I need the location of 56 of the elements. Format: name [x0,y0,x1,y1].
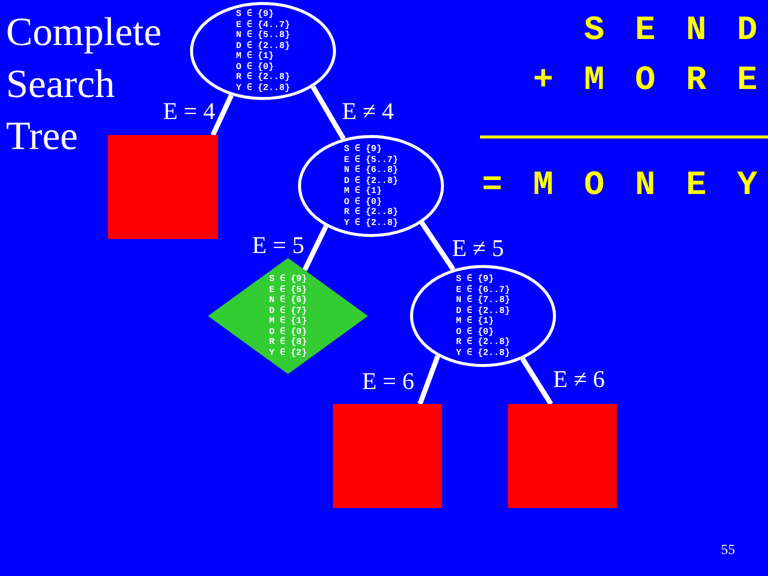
domain-text: R ∈ {2..8} [236,72,290,82]
leaf-square [508,404,617,508]
slide-title: Complete Search Tree [6,8,162,160]
edge-label: E ≠ 5 [452,236,504,262]
domain-text: M ∈ {1} [456,316,494,326]
domain-text: M ∈ {1} [269,316,307,326]
domain-text: S ∈ {9} [456,274,494,284]
domain-text: N ∈ {5..8} [236,30,290,40]
edge-label: E = 4 [163,99,216,125]
domain-text: Y ∈ {2..8} [344,218,398,228]
equation-row: S E N D [584,12,763,50]
equation-row: = M O N E Y [482,167,763,205]
leaf-square [108,135,218,239]
domain-text: N ∈ {7..8} [456,295,510,306]
tree-edge [418,355,440,405]
domain-text: N ∈ {6..8} [344,165,398,176]
domain-text: D ∈ {2..8} [456,306,510,316]
state-ellipse [410,265,556,367]
solution-diamond [208,258,368,374]
domain-text: Y ∈ {2} [269,348,307,358]
state-ellipse [298,135,444,237]
domain-text: D ∈ {2..8} [236,40,290,51]
domain-text: N ∈ {6} [269,295,307,306]
domain-text: Y ∈ {2..8} [236,82,290,93]
equation-row: + M O R E [533,62,763,100]
domain-text: E ∈ {5..7} [344,154,398,165]
state-ellipse [190,2,336,100]
domain-text: O ∈ {0} [344,196,382,207]
edge-label: E = 5 [252,233,304,259]
domain-text: R ∈ {2..8} [456,337,510,348]
tree-edge [420,221,456,271]
edge-label: E ≠ 4 [342,99,394,125]
domain-text: S ∈ {9} [236,9,274,20]
leaf-square [333,404,442,508]
edge-label: E = 6 [362,369,414,395]
domain-text: S ∈ {9} [344,144,382,154]
domain-text: D ∈ {2..8} [344,176,398,186]
tree-edge [520,358,554,406]
domain-text: E ∈ {6..7} [456,284,510,295]
domain-text: Y ∈ {2..8} [456,348,510,358]
domain-text: M ∈ {1} [236,51,274,62]
edge-label: E ≠ 6 [553,367,605,393]
domain-text: R ∈ {8} [269,337,307,348]
tree-edge [302,225,328,272]
tree-edge [310,85,346,140]
domain-text: O ∈ {0} [456,326,494,337]
domain-text: R ∈ {2..8} [344,207,398,218]
domain-text: O ∈ {0} [269,326,307,337]
domain-text: D ∈ {7} [269,306,307,316]
domain-text: O ∈ {0} [236,62,274,72]
domain-text: E ∈ {5} [269,284,307,295]
domain-text: M ∈ {1} [344,186,382,196]
domain-text: E ∈ {4..7} [236,20,290,30]
domain-text: S ∈ {9} [269,274,307,284]
tree-edge [210,94,234,136]
page-number: 55 [721,543,735,559]
